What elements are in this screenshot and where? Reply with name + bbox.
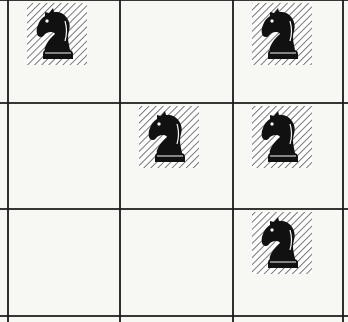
knight-icon[interactable]: [27, 3, 87, 65]
knight-icon[interactable]: [252, 3, 312, 65]
knight-icon[interactable]: [139, 106, 199, 168]
knight-icon[interactable]: [252, 212, 312, 274]
knight-icon[interactable]: [252, 106, 312, 168]
board-cell-r0-c1[interactable]: [121, 1, 232, 102]
board-cell-r2-c0[interactable]: [9, 210, 119, 315]
board-cell-r2-c1[interactable]: [121, 210, 232, 315]
board-cell-r1-c0[interactable]: [9, 104, 119, 208]
